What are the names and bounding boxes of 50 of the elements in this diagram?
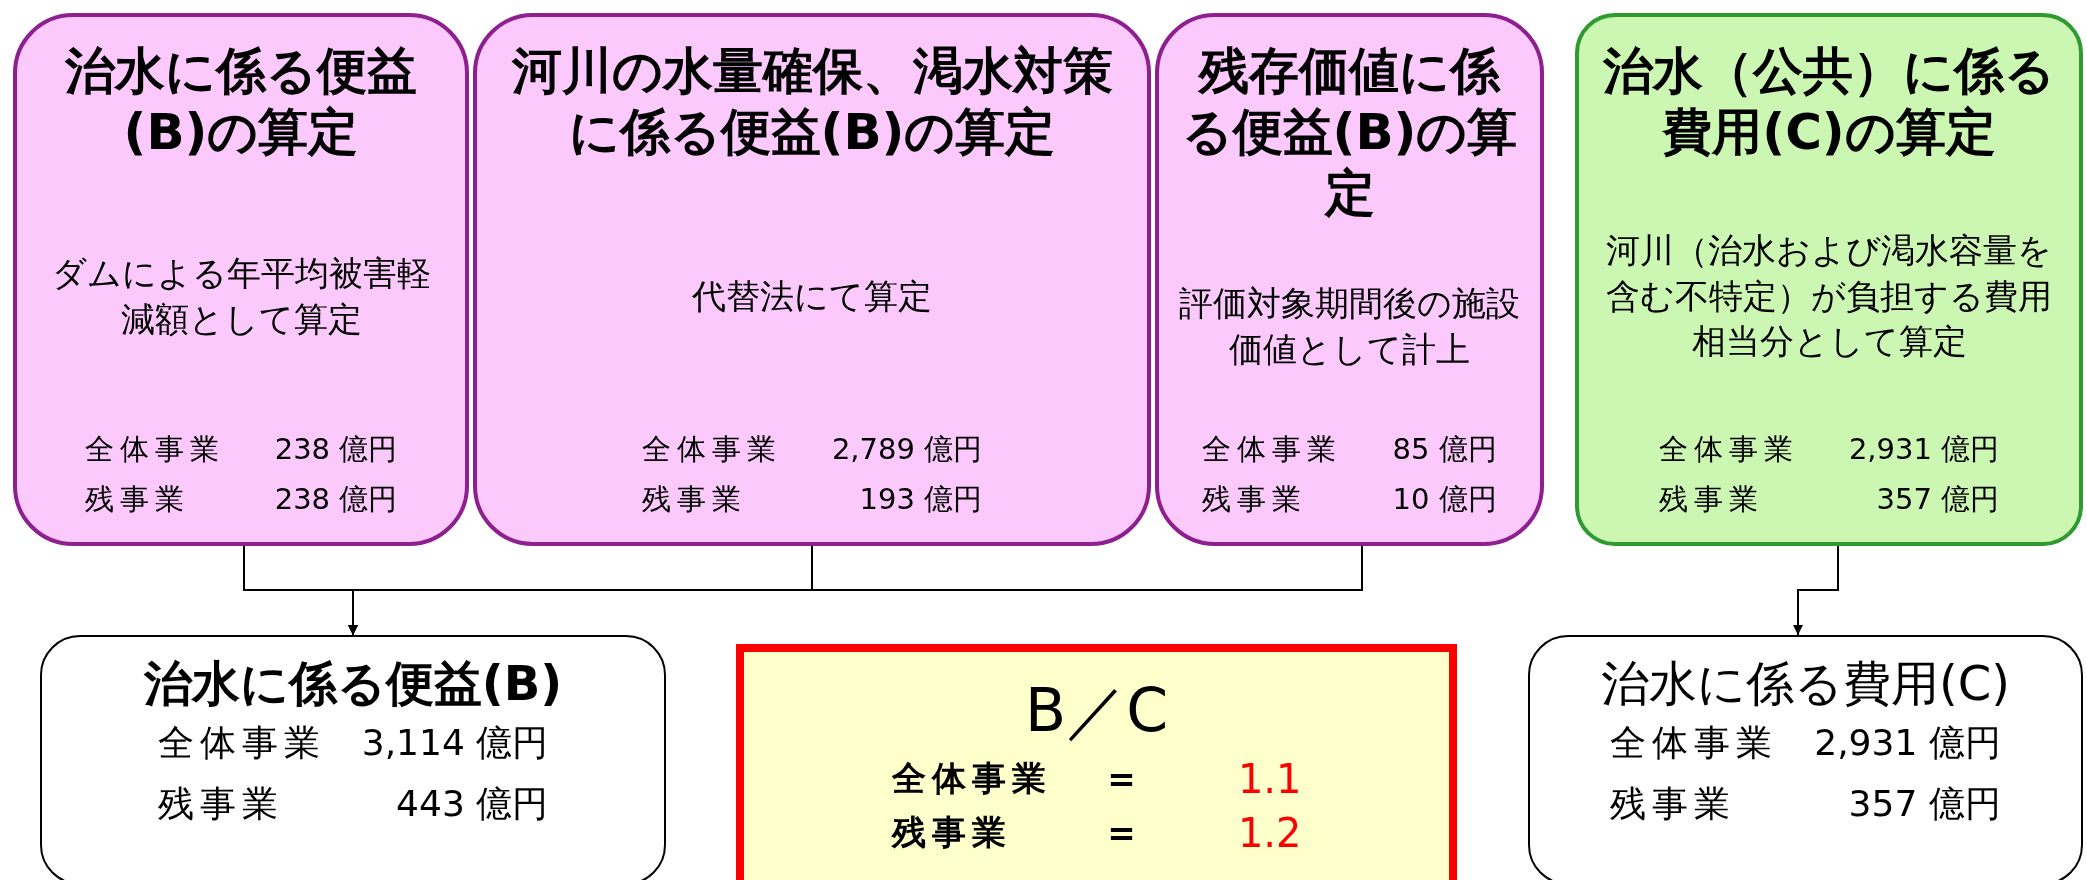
calculation-box (473, 13, 1151, 546)
row-label: 全体事業 (1202, 431, 1343, 468)
description-text: 代替法にて算定 (692, 274, 932, 318)
box-heading: 残存価値に係る便益(B)の算定 (1180, 41, 1519, 224)
description-text: 評価対象期間後の施設価値として計上 (1178, 282, 1521, 371)
amount-value: 443 億円 (395, 781, 549, 826)
amount-value: 357 億円 (1875, 481, 2000, 518)
amount-value: 1.2 (1236, 810, 1302, 856)
box-heading: 治水に係る費用(C) (1601, 655, 2010, 713)
amount-value: 193 億円 (858, 481, 983, 518)
amount-value: 2,931 億円 (1848, 431, 2000, 468)
calculation-box (1155, 13, 1544, 546)
ratio-heading: B／C (1024, 674, 1169, 746)
row-label: 全体事業 (1658, 431, 1799, 468)
amount-value: 238 億円 (274, 431, 398, 468)
description-text: 河川（治水および渇水容量を含む不特定）が負担する費用相当分として算定 (1605, 228, 2053, 364)
amount-value: 10 億円 (1392, 481, 1497, 518)
summary-box (1528, 635, 2083, 880)
box-heading: 治水に係る便益(B)の算定 (64, 41, 418, 163)
row-label: 残事業 (891, 811, 1013, 854)
row-label: 全体事業 (641, 431, 782, 468)
row-label: 残事業 (84, 481, 191, 518)
amount-value: 1.1 (1236, 756, 1302, 802)
row-label: 残事業 (1658, 481, 1765, 518)
box-heading: 河川の水量確保、渇水対策に係る便益(B)の算定 (510, 41, 1114, 163)
ratio-box (736, 644, 1457, 880)
equals-sign: = (1106, 813, 1137, 853)
equals-sign: = (1106, 759, 1137, 799)
summary-box (40, 635, 666, 880)
row-label: 全体事業 (891, 757, 1052, 800)
row-label: 残事業 (157, 781, 285, 826)
description-text: ダムによる年平均被害軽減額として算定 (50, 251, 432, 341)
row-label: 全体事業 (1610, 720, 1779, 765)
calculation-box (1575, 13, 2083, 546)
row-label: 全体事業 (157, 720, 326, 765)
amount-value: 2,931 億円 (1814, 720, 2001, 765)
row-label: 残事業 (641, 481, 748, 518)
amount-value: 3,114 億円 (361, 720, 549, 765)
row-label: 残事業 (1202, 481, 1309, 518)
calculation-box (13, 13, 469, 546)
amount-value: 85 億円 (1392, 431, 1497, 468)
connector-arrow (1793, 545, 1839, 636)
box-heading: 治水に係る便益(B) (143, 655, 563, 713)
amount-value: 2,789 億円 (831, 431, 983, 468)
connector-arrow (348, 545, 1363, 636)
amount-value: 357 億円 (1847, 781, 2001, 826)
row-label: 全体事業 (84, 431, 225, 468)
row-label: 残事業 (1610, 781, 1738, 826)
amount-value: 238 億円 (274, 481, 398, 518)
box-heading: 治水（公共）に係る費用(C)の算定 (1602, 41, 2056, 163)
